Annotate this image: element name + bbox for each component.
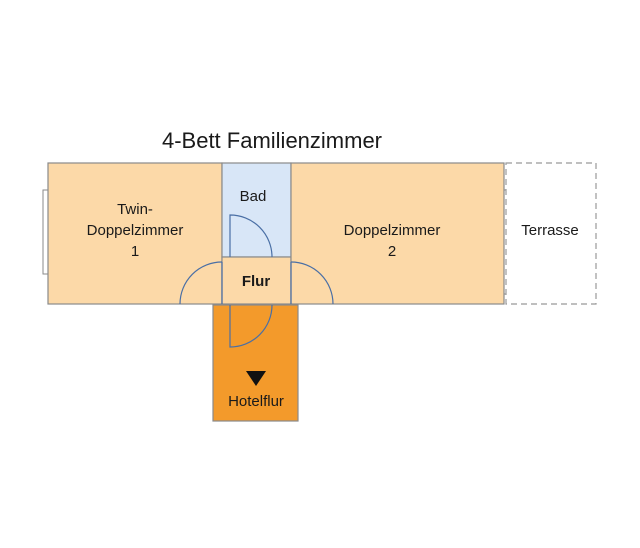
doppel-label-line2: 2 <box>388 243 396 260</box>
plan-title: 4-Bett Familienzimmer <box>162 128 382 153</box>
room-bad <box>221 162 292 258</box>
twin-label-line1: Twin- <box>117 201 153 218</box>
room-hotelflur <box>212 304 299 422</box>
twin-label-line2: Doppelzimmer <box>87 222 184 239</box>
doppel-label-line1: Doppelzimmer <box>344 222 441 239</box>
room-terrasse <box>505 162 597 305</box>
flur-label: Flur <box>242 273 270 290</box>
entry-arrow-icon <box>246 371 266 386</box>
terrasse-label: Terrasse <box>521 222 579 239</box>
door-entrance <box>229 304 273 348</box>
hotelflur-label: Hotelflur <box>228 393 284 410</box>
door-doppel <box>290 261 334 305</box>
door-twin <box>179 261 223 305</box>
bad-label: Bad <box>240 188 267 205</box>
twin-label-line3: 1 <box>131 243 139 260</box>
door-bad <box>229 214 273 258</box>
room-flur <box>221 256 292 305</box>
